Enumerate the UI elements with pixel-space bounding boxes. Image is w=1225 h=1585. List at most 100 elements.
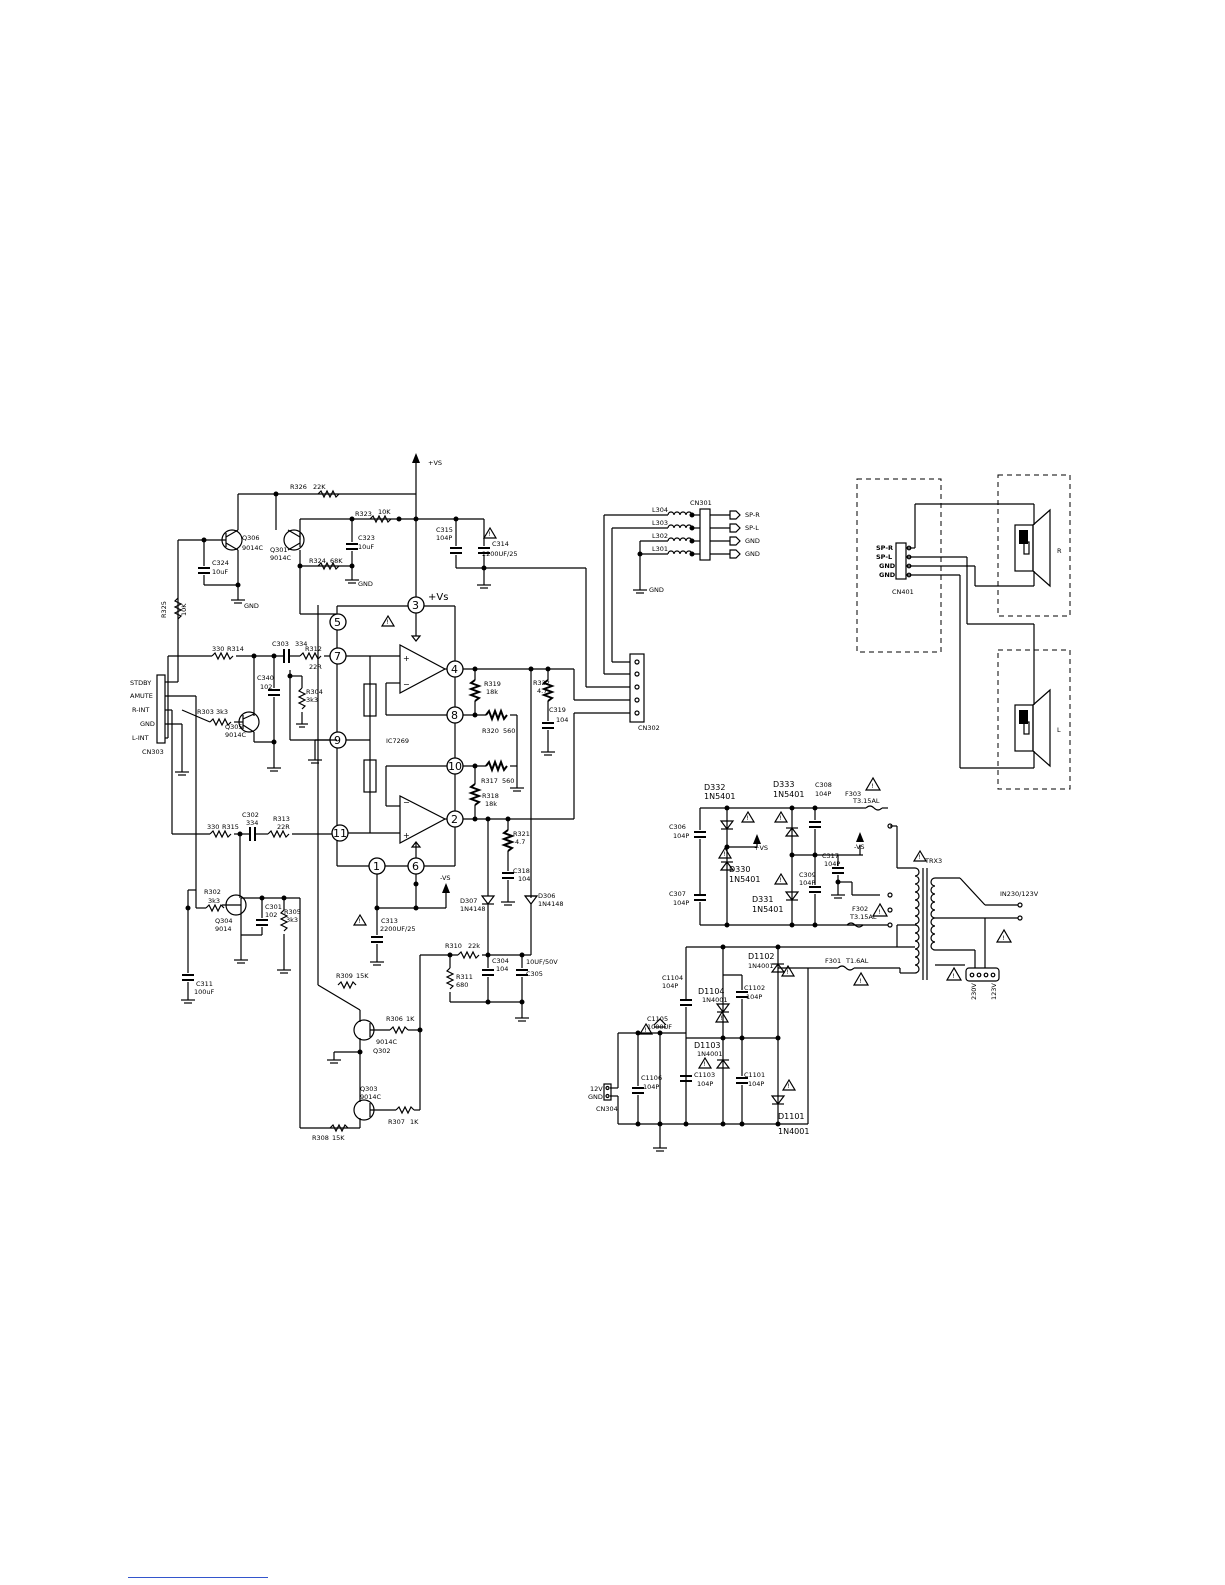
r302-value: 3k3: [208, 897, 220, 905]
l304-label: L304: [652, 506, 668, 514]
r324-label: R324: [309, 557, 326, 565]
d1101-label: D1101: [778, 1112, 805, 1121]
c314-label: C314: [492, 540, 509, 548]
gnd-cn304-label: GND: [588, 1093, 603, 1101]
d332-label: D332: [704, 783, 725, 792]
svg-text:!: !: [859, 977, 862, 985]
r317-value: 560: [502, 777, 514, 785]
c303-value: 334: [295, 640, 307, 648]
r-int-label: R-INT: [132, 706, 149, 714]
r309-value: 15K: [356, 972, 369, 980]
c304-label: C304: [492, 957, 509, 965]
l301-label: L301: [652, 545, 668, 553]
d1103-label: D1103: [694, 1041, 721, 1050]
r304-value: 3k3: [306, 696, 318, 704]
r322-label: R322: [533, 679, 550, 687]
ic-pin-11: 11: [331, 824, 349, 842]
r314-label: R314: [227, 645, 244, 653]
ic-pin-11-label: 11: [333, 827, 347, 840]
v12-label: 12V: [590, 1085, 603, 1093]
c313-value: 2200UF/25: [380, 925, 416, 933]
d1102-value: 1N4001: [748, 962, 774, 970]
svg-text:!: !: [952, 972, 955, 980]
r325-value: 10K: [180, 603, 188, 616]
f301-label: F301: [825, 957, 841, 965]
stdby-label: STDBY: [130, 679, 151, 687]
ic-pin-4: 4: [446, 660, 464, 678]
c323-label: C323: [358, 534, 375, 542]
c302-value: 334: [246, 819, 258, 827]
ic-pin-9-label: 9: [334, 734, 341, 747]
c318-label: C318: [513, 867, 530, 875]
c1103-value: 104P: [697, 1080, 713, 1088]
svg-text:!: !: [779, 876, 782, 884]
d331-value: 1N5401: [752, 905, 783, 914]
c301-value: 102: [265, 911, 277, 919]
ic-pin-1: 1: [368, 857, 386, 875]
svg-text:!: !: [720, 1014, 723, 1022]
d1101-value: 1N4001: [778, 1127, 809, 1136]
ic-pin-4-label: 4: [451, 663, 458, 676]
r311-label: R311: [456, 973, 473, 981]
ic-pin-7-label: 7: [334, 650, 341, 663]
amute-label: AMUTE: [130, 692, 153, 700]
speaker-l: L: [1014, 688, 1061, 768]
r318-label: R318: [482, 792, 499, 800]
d306-value: 1N4148: [538, 900, 564, 908]
r303-value: 3k3: [216, 708, 228, 716]
r323-label: R323: [355, 510, 372, 518]
c307-label: C307: [669, 890, 686, 898]
r320-value: 560: [503, 727, 515, 735]
c303-label: C303: [272, 640, 289, 648]
r313-label: R313: [273, 815, 290, 823]
q306-label: Q306: [242, 534, 260, 542]
r308-label: R308: [312, 1134, 329, 1142]
r321-label: R321: [513, 830, 530, 838]
cn304-label: CN304: [596, 1105, 618, 1113]
cn401-sp-r: SP-R: [876, 544, 893, 552]
c304-value: 104: [496, 965, 508, 973]
svg-text:!: !: [878, 908, 881, 916]
c1104-label: C1104: [662, 974, 683, 982]
c319-label: C319: [549, 706, 566, 714]
q304-label: Q304: [215, 917, 233, 925]
minus-vs-supply: -VS C313 2200UF/25 !: [352, 874, 451, 966]
cn301-sp-l: SP-L: [745, 524, 759, 532]
q301-transistor: Q301 9014C R324 68K C323 10uF GND: [270, 519, 375, 615]
trx3-transformer: TRX3 ! IN230/123V !: [896, 849, 1039, 980]
r323-value: 10K: [378, 508, 391, 516]
output-feedback: R319 18k R320 560 R322 4.7 C319 104 R317…: [419, 666, 630, 1030]
cn302-connector: CN302: [603, 514, 660, 732]
q302-type: 9014C: [376, 1038, 398, 1046]
gnd-q306: GND: [244, 602, 259, 610]
r305-value: 3k3: [286, 916, 298, 924]
low-voltage-supply: F301 T1.6AL ! D1102 1N4001 ! D1104 1N400…: [588, 944, 901, 1152]
r308-value: 15K: [332, 1134, 345, 1142]
c315-value: 104P: [436, 534, 452, 542]
q304-type: 9014: [215, 925, 232, 933]
c305-value: 10UF/50V: [526, 958, 558, 966]
f303-value: T3.15AL: [852, 797, 880, 805]
c307-value: 104P: [673, 899, 689, 907]
f301-value: T1.6AL: [845, 957, 869, 965]
r307-value: 1K: [410, 1118, 419, 1126]
ic-pin-10: 10: [446, 757, 464, 775]
c308-value: 104P: [815, 790, 831, 798]
svg-text:+: +: [403, 654, 410, 663]
d331-label: D331: [752, 895, 773, 904]
r322-value: 4.7: [537, 687, 547, 695]
c1102-value: 104P: [746, 993, 762, 1001]
c311-label: C311: [196, 980, 213, 988]
c340-value: 102: [260, 683, 272, 691]
power-supply: C306 104P C307 104P +VS D332 1N5401 D330…: [588, 776, 1039, 1152]
c319-value: 104: [556, 716, 568, 724]
q301-label: Q301: [270, 546, 288, 554]
ic-pin-8: 8: [446, 706, 464, 724]
speaker-r: R: [1014, 504, 1062, 588]
r303-label: R303: [197, 708, 214, 716]
svg-text:!: !: [786, 968, 789, 976]
ic-pin-2: 2: [446, 810, 464, 828]
d307-label: D307: [460, 897, 477, 905]
c301-label: C301: [265, 903, 282, 911]
